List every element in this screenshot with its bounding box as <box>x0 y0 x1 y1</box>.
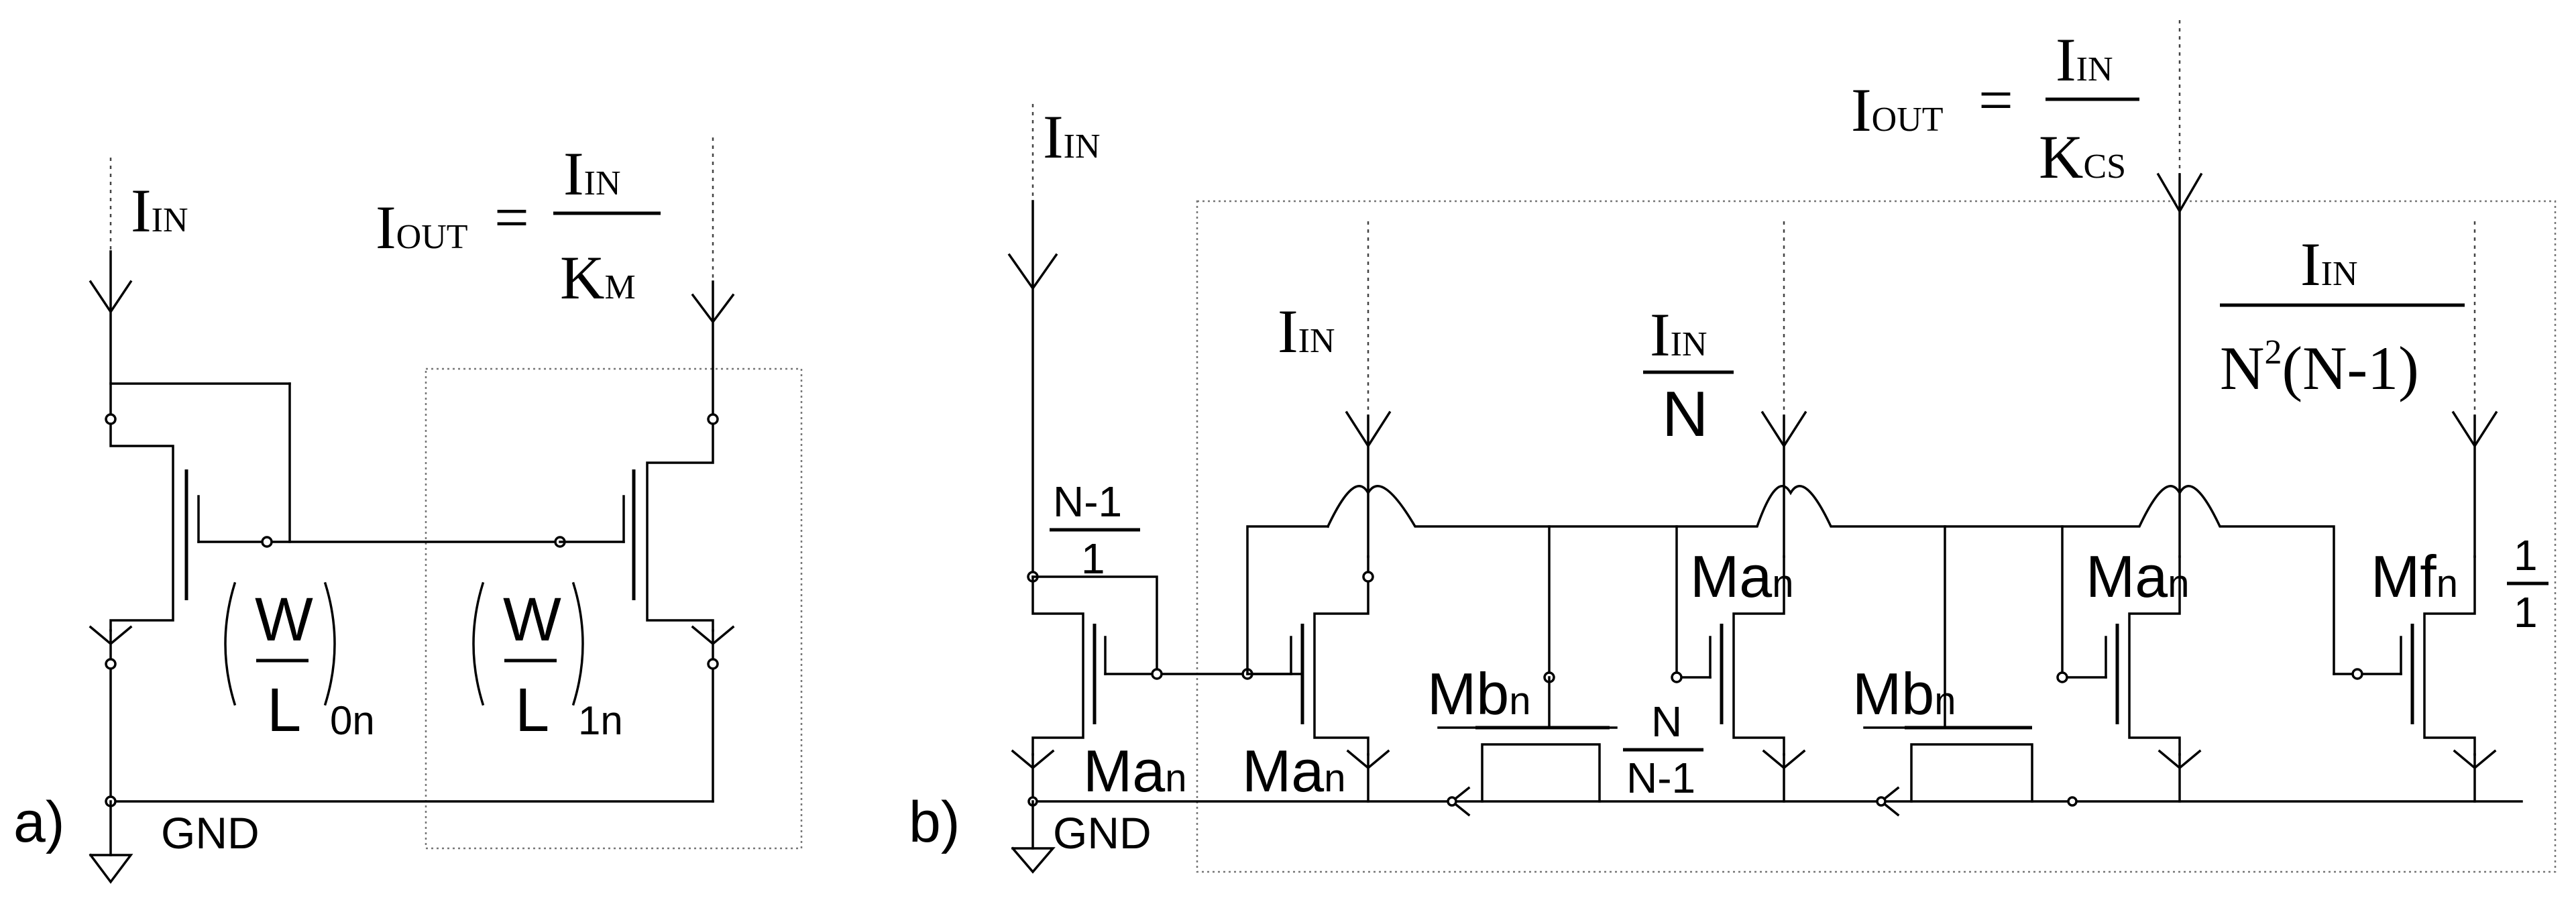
panel-a-wl-left-sub: 0n <box>330 698 375 743</box>
transistor-label-mb-stage1: Mbn <box>1427 661 1531 727</box>
panel-a-node-output <box>707 413 719 425</box>
panel-b-label: b) <box>909 790 960 854</box>
panel-b-branch2-denominator: N <box>1662 378 1708 450</box>
panel-b-ratio-input-num: N-1 <box>1053 477 1122 526</box>
panel-b-ratio-mb-den: N-1 <box>1626 754 1695 802</box>
panel-a-circuit <box>89 137 803 884</box>
panel-a-node-input <box>105 413 117 425</box>
panel-a-gnd-label: GND <box>161 808 260 858</box>
panel-b-ratio-mf-den: 1 <box>2514 588 2538 636</box>
panel-a-iin-label: IIN <box>131 176 188 245</box>
panel-b-ratio-mb-num: N <box>1651 697 1682 746</box>
panel-b-mirror-box <box>1196 200 2557 873</box>
panel-b-transistor-ma-in-right <box>1246 525 1369 756</box>
panel-a-wl-left <box>224 581 336 706</box>
panel-a-wl-right-sub: 1n <box>578 698 623 743</box>
panel-a-wl-right-num: W <box>503 585 561 654</box>
panel-b-transistor-mf-out <box>2333 555 2476 756</box>
transistor-label-mf-out: Mfn <box>2371 543 2458 610</box>
panel-a-output-box <box>425 368 803 850</box>
panel-b-ratio-input-den: 1 <box>1081 534 1105 583</box>
panel-a-transistor-m0 <box>109 422 200 632</box>
panel-a-label: a) <box>13 790 64 854</box>
panel-a-ground-symbol <box>89 853 133 884</box>
panel-a-node-source-right <box>707 658 719 670</box>
panel-b-iout-denominator: KCS <box>2039 123 2126 191</box>
panel-b-branch3-denominator: N2(N-1) <box>2220 333 2419 402</box>
transistor-label-ma-stage3: Man <box>2086 543 2190 610</box>
panel-b-transistor-ma-in-left <box>1031 575 1158 756</box>
panel-b-transistor-ma-stage3 <box>2061 525 2181 756</box>
panel-a-iout-denominator: KM <box>560 243 636 312</box>
panel-b-iout-numerator: IIN <box>2056 25 2113 94</box>
panel-b-branch3-numerator: IIN <box>2300 230 2358 298</box>
transistor-label-ma-stage2: Man <box>1690 543 1794 610</box>
panel-a-transistor-m1 <box>559 422 714 632</box>
panel-b-gnd-label: GND <box>1053 808 1152 858</box>
panel-a-wl-left-den: L <box>267 676 301 744</box>
panel-b-iin-label: IIN <box>1043 103 1101 171</box>
panel-a-wl-right <box>472 581 584 706</box>
panel-b-ratio-mf-num: 1 <box>2514 531 2538 579</box>
panel-a-wl-right-den: L <box>515 676 549 744</box>
panel-b-branch1-label: IIN <box>1278 297 1335 365</box>
panel-b-transistor-mb-stage2 <box>1905 726 2033 803</box>
panel-b-ground-symbol <box>1011 846 1056 874</box>
panel-a-node-source-left <box>105 658 117 670</box>
panel-b-equals: = <box>1978 66 2013 134</box>
panel-a-iout-lhs: IOUT <box>376 193 468 262</box>
panel-a-wl-left-num: W <box>255 585 313 654</box>
panel-a-node-gate-left <box>261 536 273 548</box>
panel-b-circuit <box>1007 20 2557 874</box>
transistor-label-ma-in-left: Man <box>1083 738 1187 804</box>
transistor-label-mb-stage2: Mbn <box>1852 661 1956 727</box>
panel-b-branch2-numerator: IIN <box>1650 300 1707 369</box>
panel-a-iout-numerator: IIN <box>563 139 621 208</box>
panel-b-iout-lhs: IOUT <box>1851 76 1944 144</box>
panel-b-transistor-mb-stage1 <box>1475 726 1610 803</box>
panel-a-equals: = <box>494 183 529 251</box>
transistor-label-ma-in-right: Man <box>1242 738 1346 804</box>
